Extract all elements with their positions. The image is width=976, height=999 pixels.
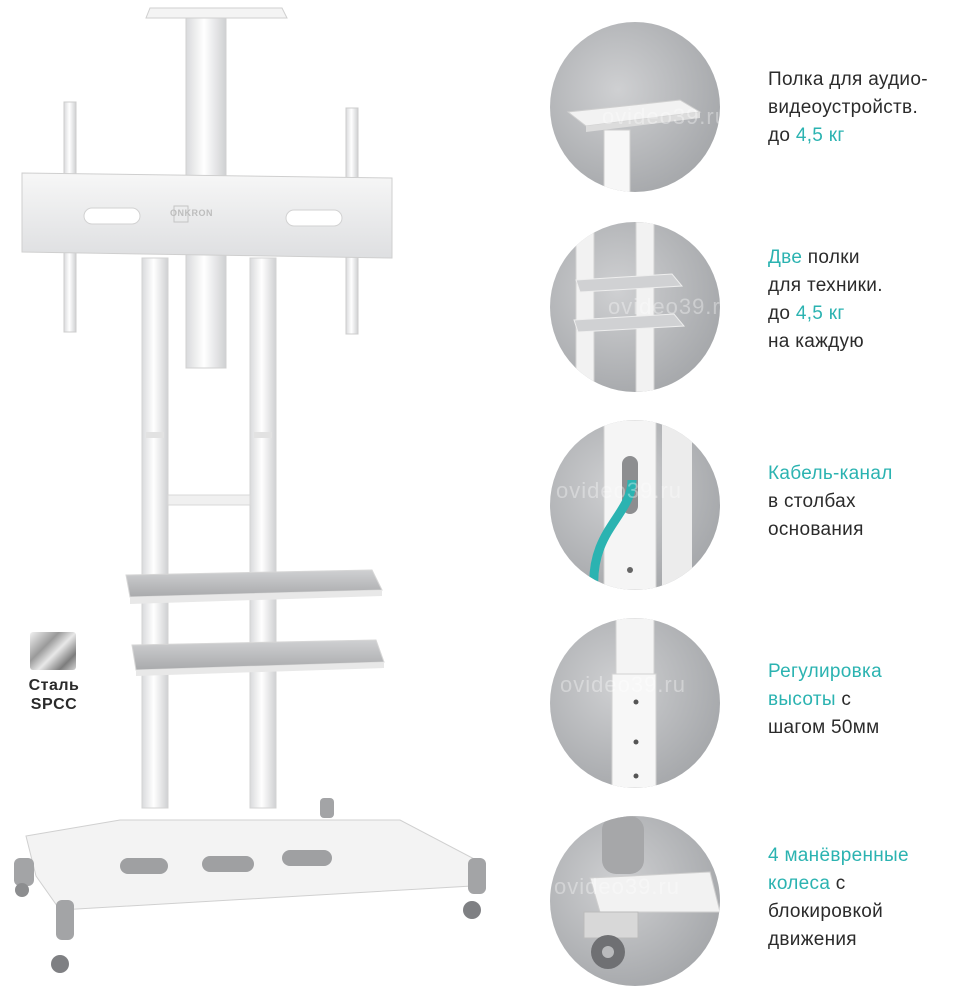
feature-segment: с bbox=[830, 873, 846, 894]
feature-highlight: 4,5 кг bbox=[795, 125, 845, 146]
feature-segment: до bbox=[768, 303, 796, 324]
feature-line: видеоустройств. bbox=[768, 94, 928, 122]
feature-line: блокировкой bbox=[768, 898, 909, 926]
cable-channel-photo: ovideo39.ru bbox=[550, 420, 720, 590]
feature-highlight: Регулировка bbox=[768, 661, 882, 682]
feature-segment: в столбах bbox=[768, 491, 856, 512]
feature-line: в столбах bbox=[768, 488, 893, 516]
feature-line: 4 манёвренные bbox=[768, 842, 909, 870]
feature-highlight: 4 манёвренные bbox=[768, 845, 909, 866]
feature-wheels: ovideo39.ru 4 манёвренные колеса с блокиро… bbox=[550, 816, 970, 986]
feature-line: движения bbox=[768, 926, 909, 954]
feature-segment: основания bbox=[768, 519, 864, 540]
feature-av-shelf: ovideo39.ru Полка для аудио-видеоустройс… bbox=[550, 22, 970, 192]
brand-logo: ONKRON bbox=[170, 208, 213, 218]
feature-segment: с bbox=[835, 689, 852, 710]
watermark: ovideo39.ru bbox=[556, 478, 682, 503]
feature-line: Две полки bbox=[768, 244, 883, 272]
feature-line: Регулировка bbox=[768, 658, 882, 686]
feature-text: 4 манёвренные колеса с блокировкой движения bbox=[768, 842, 909, 954]
feature-highlight: 4,5 кг bbox=[795, 303, 845, 324]
feature-line: на каждую bbox=[768, 328, 883, 356]
feature-highlight: Кабель-канал bbox=[768, 463, 893, 484]
av-shelf-photo: ovideo39.ru bbox=[550, 22, 720, 192]
tech-shelves-photo: ovideo39.ru bbox=[550, 222, 720, 392]
feature-segment: шагом 50мм bbox=[768, 717, 880, 738]
steel-badge: Сталь SPCC bbox=[22, 632, 86, 714]
feature-cable-channel: ovideo39.ru Кабель-канал в столбах основан… bbox=[550, 420, 970, 590]
feature-line: основания bbox=[768, 516, 893, 544]
feature-segment: блокировкой bbox=[768, 901, 884, 922]
feature-segment: видеоустройств. bbox=[768, 97, 919, 118]
feature-text: Две полки для техники. до 4,5 кг на каждую bbox=[768, 244, 883, 356]
steel-label-line2: SPCC bbox=[30, 696, 78, 713]
height-adjust-photo: ovideo39.ru bbox=[550, 618, 720, 788]
steel-swatch bbox=[30, 632, 76, 670]
feature-segment: до bbox=[768, 125, 796, 146]
tv-stand-illustration bbox=[14, 7, 486, 973]
watermark: ovideo39.ru bbox=[602, 104, 720, 129]
feature-highlight: Две bbox=[768, 247, 803, 268]
watermark: ovideo39.ru bbox=[560, 672, 686, 697]
feature-line: высоты с bbox=[768, 686, 882, 714]
feature-text: Регулировка высоты с шагом 50мм bbox=[768, 658, 882, 742]
feature-line: для техники. bbox=[768, 272, 883, 300]
feature-height-adjust: ovideo39.ru Регулировка высоты с шагом 50м… bbox=[550, 618, 970, 788]
feature-highlight: колеса bbox=[768, 873, 831, 894]
feature-segment: Полка для аудио- bbox=[768, 69, 928, 90]
feature-segment: для техники. bbox=[768, 275, 883, 296]
feature-tech-shelves: ovideo39.ru Две полки для техники. до 4,5 … bbox=[550, 222, 970, 392]
wheels-photo: ovideo39.ru bbox=[550, 816, 720, 986]
feature-line: Полка для аудио- bbox=[768, 66, 928, 94]
feature-text: Полка для аудио-видеоустройств. до 4,5 кг bbox=[768, 66, 928, 150]
feature-segment: на каждую bbox=[768, 331, 864, 352]
watermark: ovideo39.ru bbox=[554, 874, 680, 899]
feature-line: шагом 50мм bbox=[768, 714, 882, 742]
steel-label-line1: Сталь bbox=[28, 677, 80, 694]
feature-text: Кабель-канал в столбах основания bbox=[768, 460, 893, 544]
feature-line: до 4,5 кг bbox=[768, 300, 883, 328]
feature-segment: движения bbox=[768, 929, 857, 950]
feature-highlight: высоты bbox=[768, 689, 836, 710]
feature-line: до 4,5 кг bbox=[768, 122, 928, 150]
feature-segment: полки bbox=[802, 247, 860, 268]
feature-line: Кабель-канал bbox=[768, 460, 893, 488]
feature-line: колеса с bbox=[768, 870, 909, 898]
watermark: ovideo39.ru bbox=[608, 294, 720, 319]
